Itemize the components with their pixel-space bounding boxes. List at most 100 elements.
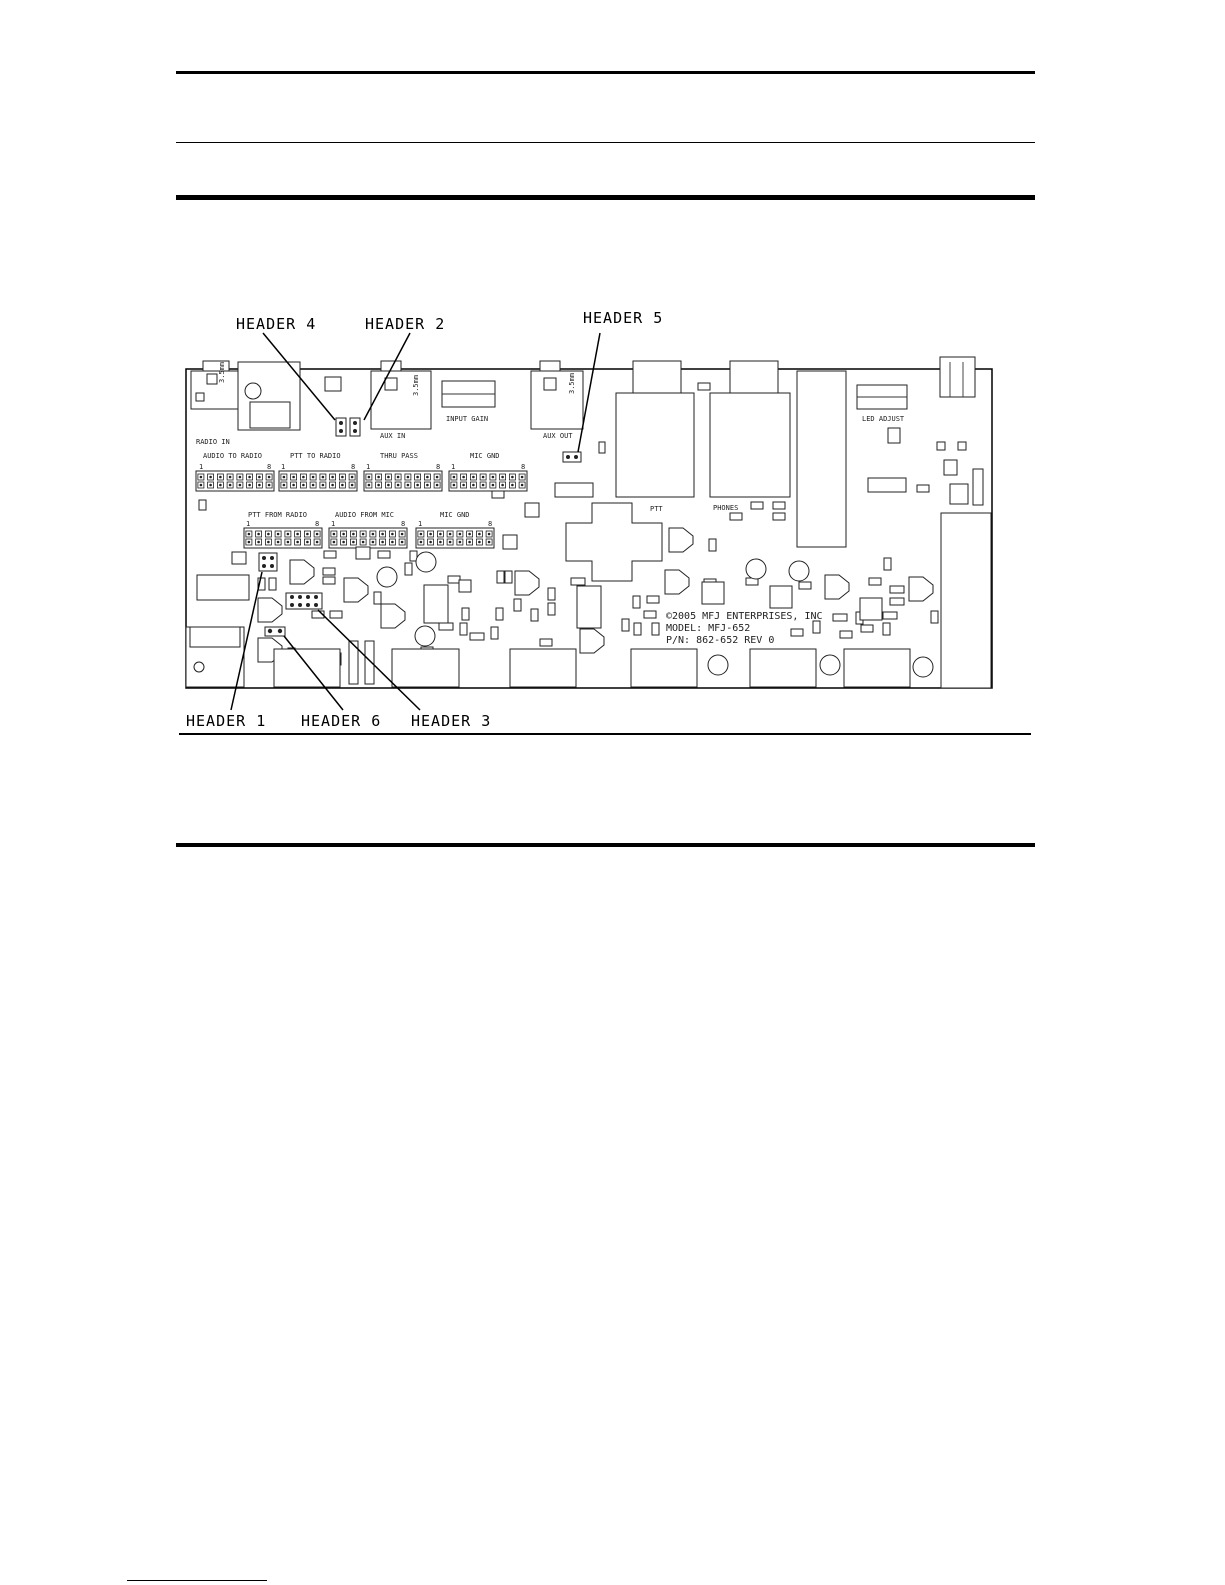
callout-header-1: HEADER 1	[186, 712, 266, 730]
header-pin-dot	[248, 475, 251, 479]
svg-text:8: 8	[521, 463, 525, 471]
header-pin-dot	[458, 540, 462, 544]
header-pin-dot	[426, 475, 429, 479]
header-pin-dot	[472, 483, 475, 487]
header-pin-dot	[341, 475, 344, 479]
input-gain-potentiometer: INPUT GAIN	[441, 380, 496, 423]
leds	[936, 441, 967, 451]
header-pin-dot	[481, 483, 485, 487]
header-4-pins	[335, 417, 347, 437]
jumper-block-audio-to-radio	[195, 470, 275, 492]
header-pin-dot	[286, 532, 290, 536]
header-pin-dot	[367, 475, 371, 479]
smd-part	[697, 382, 711, 391]
top-rule-thin	[176, 142, 1035, 143]
header-pin-dot	[352, 532, 355, 536]
header-pin-dot	[257, 532, 260, 536]
smd-part	[598, 441, 606, 454]
header-pin-dot	[306, 540, 309, 544]
svg-text:PTT: PTT	[650, 505, 663, 513]
svg-text:8: 8	[436, 463, 440, 471]
header-pin-dot	[342, 540, 345, 544]
header-pin-dot	[400, 532, 404, 536]
header-pin-dot	[267, 475, 271, 479]
header-pin-dot	[311, 483, 315, 487]
header-pin-dot	[391, 540, 394, 544]
header-pin-dot	[296, 540, 299, 544]
header-pin-dot	[501, 483, 504, 487]
capacitors	[376, 551, 934, 678]
header-pin-dot	[520, 475, 524, 479]
header-pin-dot	[435, 483, 439, 487]
svg-text:8: 8	[488, 520, 492, 528]
header-pin-dot	[332, 532, 336, 536]
aux-out-jack: 3.5mm AUX OUT	[530, 360, 584, 440]
header-pin-dot	[511, 483, 514, 487]
radio-in-jack: 3.5mm	[190, 360, 240, 410]
svg-text:8: 8	[267, 463, 271, 471]
header-pin-dot	[228, 483, 232, 487]
phones-jack: PHONES	[709, 360, 791, 512]
header-pin-dot	[381, 540, 384, 544]
header-pin-dot	[387, 483, 390, 487]
header-pin-dot	[209, 483, 212, 487]
header-pin-dot	[511, 475, 514, 479]
callout-header-3: HEADER 3	[411, 712, 491, 730]
header-pin-dot	[302, 483, 305, 487]
smd-part	[324, 376, 342, 392]
header-pin-dot	[381, 532, 384, 536]
header-pin-dot	[331, 483, 334, 487]
svg-text:LED ADJUST: LED ADJUST	[862, 415, 905, 423]
header-pin-dot	[258, 483, 261, 487]
header-pin-dot	[331, 475, 334, 479]
header-pin-dot	[396, 483, 400, 487]
svg-text:3.5mm: 3.5mm	[412, 375, 420, 396]
header-pin-dot	[491, 475, 495, 479]
header-pin-dot	[426, 483, 429, 487]
header-pin-dot	[199, 475, 203, 479]
header-pin-dot	[342, 532, 345, 536]
svg-text:8: 8	[351, 463, 355, 471]
header-pin-dot	[396, 475, 400, 479]
header-pin-dot	[472, 475, 475, 479]
header-pin-dot	[462, 483, 465, 487]
header-pin-dot	[406, 483, 410, 487]
header-pin-dot	[458, 532, 462, 536]
jumper-block-mic-gnd-bottom	[415, 527, 495, 549]
svg-text:3.5mm: 3.5mm	[218, 362, 226, 383]
header-pin-dot	[419, 532, 423, 536]
header-pin-dot	[332, 540, 336, 544]
header-pin-dot	[416, 483, 419, 487]
header-pin-dot	[282, 483, 286, 487]
svg-text:8: 8	[401, 520, 405, 528]
svg-text:1: 1	[451, 463, 455, 471]
header-pin-dot	[238, 483, 242, 487]
header-pin-dot	[257, 540, 260, 544]
header-pin-dot	[286, 540, 290, 544]
diode	[972, 468, 984, 506]
header-pin-dot	[292, 483, 295, 487]
svg-text:1: 1	[199, 463, 203, 471]
header-pin-dot	[302, 475, 305, 479]
header-5-pins	[562, 451, 582, 463]
svg-text:P/N: 862-652 REV 0: P/N: 862-652 REV 0	[666, 635, 774, 646]
header-pin-dot	[429, 540, 432, 544]
header-3-pins	[285, 592, 323, 610]
header-pin-dot	[491, 483, 495, 487]
header-pin-dot	[391, 532, 394, 536]
header-pin-dot	[371, 540, 375, 544]
svg-text:PHONES: PHONES	[713, 504, 738, 512]
header-pin-dot	[209, 475, 212, 479]
smd-part	[364, 640, 375, 685]
header-pin-dot	[478, 532, 481, 536]
power-connector	[939, 356, 976, 398]
header-pin-dot	[276, 532, 280, 536]
callout-header-2: HEADER 2	[365, 315, 445, 333]
header-pin-dot	[448, 532, 452, 536]
header-pin-dot	[238, 475, 242, 479]
header-pin-dot	[350, 475, 354, 479]
svg-text:PTT TO RADIO: PTT TO RADIO	[290, 452, 341, 460]
svg-text:RADIO IN: RADIO IN	[196, 438, 230, 446]
header-pin-dot	[371, 532, 375, 536]
